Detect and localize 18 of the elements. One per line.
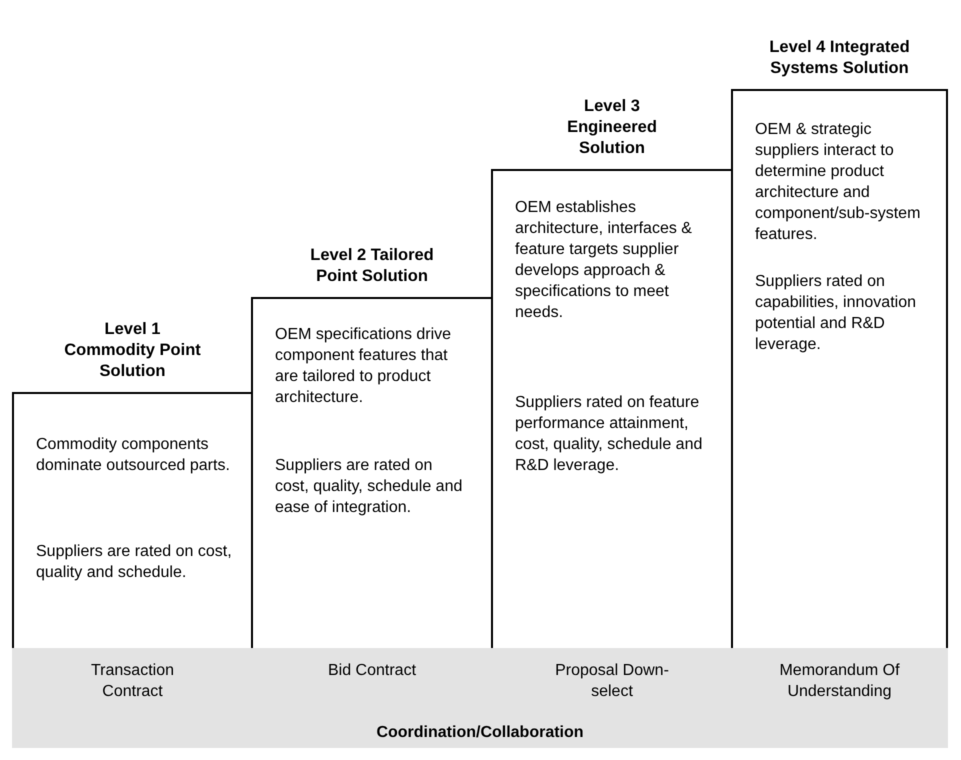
contract-type-label: Proposal Down-select <box>554 661 670 702</box>
step-heading: Level 3 Engineered Solution <box>566 96 658 159</box>
axis-label: Coordination/Collaboration <box>375 724 585 742</box>
footer-band <box>12 648 948 748</box>
description-text: Suppliers are rated on cost, quality, schedule and ease of integration. <box>275 456 464 518</box>
contract-type-label: Memorandum Of Understanding <box>778 661 901 702</box>
description-text: OEM & strategic suppliers interact to determine product architecture and component/sub-system features. <box>755 120 922 245</box>
contract-type-label: Bid Contract <box>326 661 418 681</box>
contract-type-label: Transaction Contract <box>90 661 175 702</box>
step-heading: Level 4 Integrated Systems Solution <box>768 37 911 79</box>
description-text: OEM specifications drive component features that are tailored to product architecture. <box>275 325 452 408</box>
description-text: OEM establishes architecture, interfaces & feature targets supplier develops approach & specifications to meet needs. <box>515 198 693 323</box>
step-heading: Level 2 Tailored Point Solution <box>309 245 435 287</box>
description-text: Suppliers rated on capabilities, innovation potential and R&D leverage. <box>755 272 917 355</box>
description-text: Commodity components dominate outsourced parts. <box>36 435 231 476</box>
description-text: Suppliers rated on feature performance attainment, cost, quality, schedule and R&D leverage. <box>515 393 704 476</box>
description-text: Suppliers are rated on cost, quality and schedule. <box>36 542 233 583</box>
step-heading: Level 1 Commodity Point Solution <box>63 319 202 382</box>
